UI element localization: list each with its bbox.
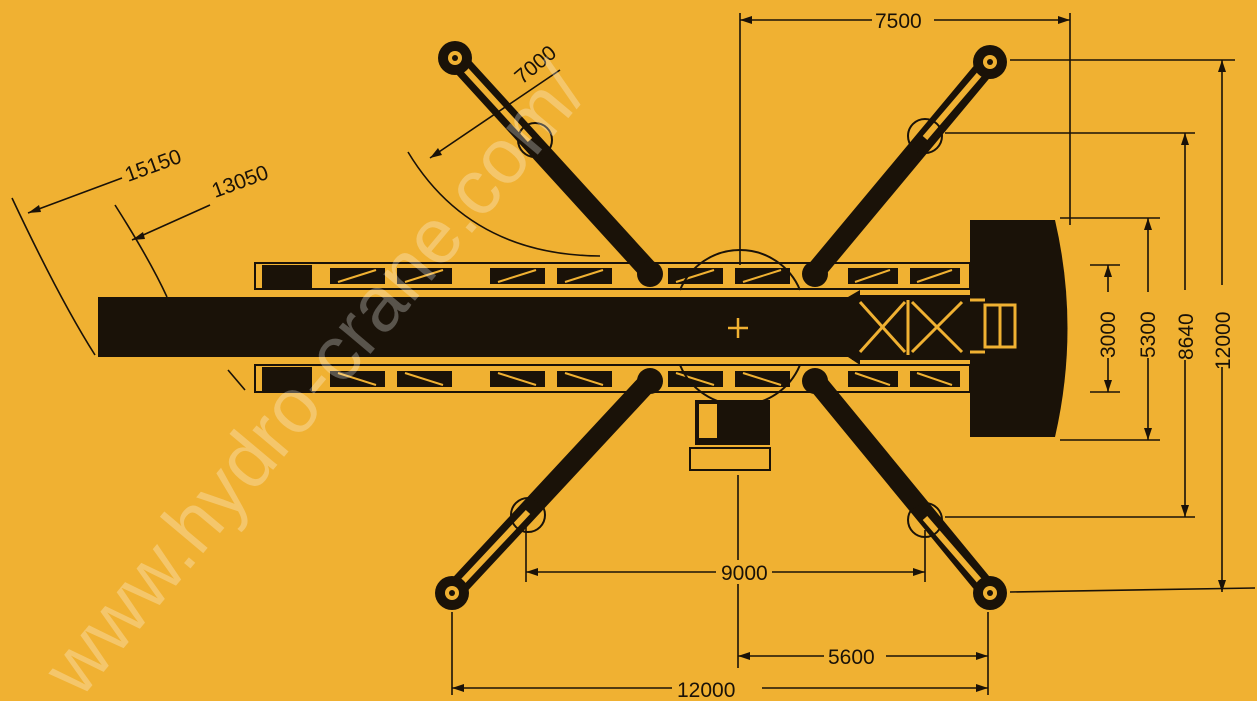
front-block-top [262,265,312,289]
label-12000-bottom: 12000 [677,679,735,701]
label-7500: 7500 [875,10,922,33]
outrigger-pivots [637,261,828,394]
label-13050: 13050 [209,161,272,203]
mat-top-right [907,118,943,154]
counterweight [970,220,1068,437]
counterweight-detail [970,298,1017,354]
label-9000: 9000 [721,562,768,585]
crane-chassis [254,262,971,393]
label-12000-right: 12000 [1212,312,1235,370]
label-5300: 5300 [1137,311,1160,358]
dim-arc-7000 [407,151,601,257]
mat-top-left [517,122,553,158]
mat-bottom-left [510,497,546,533]
label-8640: 8640 [1175,313,1198,360]
center-cross-icon [728,318,748,338]
dim-arc-15150 [11,197,96,356]
operator-cab [689,400,771,471]
main-boom [98,297,848,357]
axle-hatching [337,269,953,386]
label-5600: 5600 [828,646,875,669]
label-15150: 15150 [122,145,185,187]
outrigger-extension-top-left [452,55,533,143]
outrigger-pads [435,41,1007,610]
front-block-bottom [262,367,312,392]
dim-arc-13050 [114,204,168,298]
label-3000: 3000 [1097,311,1120,358]
superstructure [852,295,970,360]
